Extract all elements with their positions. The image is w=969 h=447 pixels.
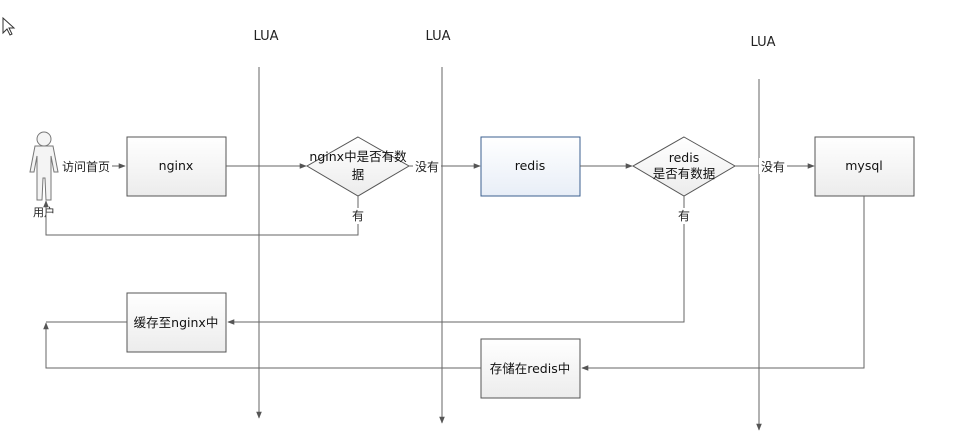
node-nginx-check-line2: 据 [352,167,365,182]
node-mysql-label: mysql [845,158,883,173]
edge-label-bg [759,158,787,174]
node-cache-nginx-label: 缓存至nginx中 [134,315,219,330]
edge-store-user [43,322,481,369]
node-redis [480,136,581,197]
node-mysql [814,136,915,197]
edge-label-bg [676,208,692,224]
lane-label-3: LUA [750,35,775,50]
edge-label-no-2: 没有 [761,159,785,174]
edge-label-bg [350,208,366,224]
lane-label-1: LUA [253,29,278,44]
edge-label-visit-home: 访问首页 [62,160,110,174]
actor-label: 用户 [33,205,55,219]
edge-redis-yes-cache [227,196,685,325]
node-nginx [126,136,227,197]
node-nginx-label: nginx [159,158,194,173]
edge-label-yes-2: 有 [678,209,690,223]
node-store-redis-label: 存储在redis中 [490,361,570,376]
node-redis-check-line1: redis [669,150,699,165]
node-nginx-check-line1: nginx中是否有数 [309,149,407,164]
edge-nginx-yes-user [43,196,359,236]
edge-label-yes-1: 有 [352,209,364,223]
node-redis-label: redis [515,158,545,173]
edge-label-no-1: 没有 [415,159,439,174]
edge-label-bg [60,158,112,174]
node-redis-check-line2: 是否有数据 [653,166,716,181]
user-actor-icon [29,131,59,201]
edge-label-bg [413,158,441,174]
edge-mysql-store [581,196,865,371]
lane-label-2: LUA [425,29,450,44]
node-store-redis [480,338,581,399]
mouse-cursor-icon [2,16,16,36]
